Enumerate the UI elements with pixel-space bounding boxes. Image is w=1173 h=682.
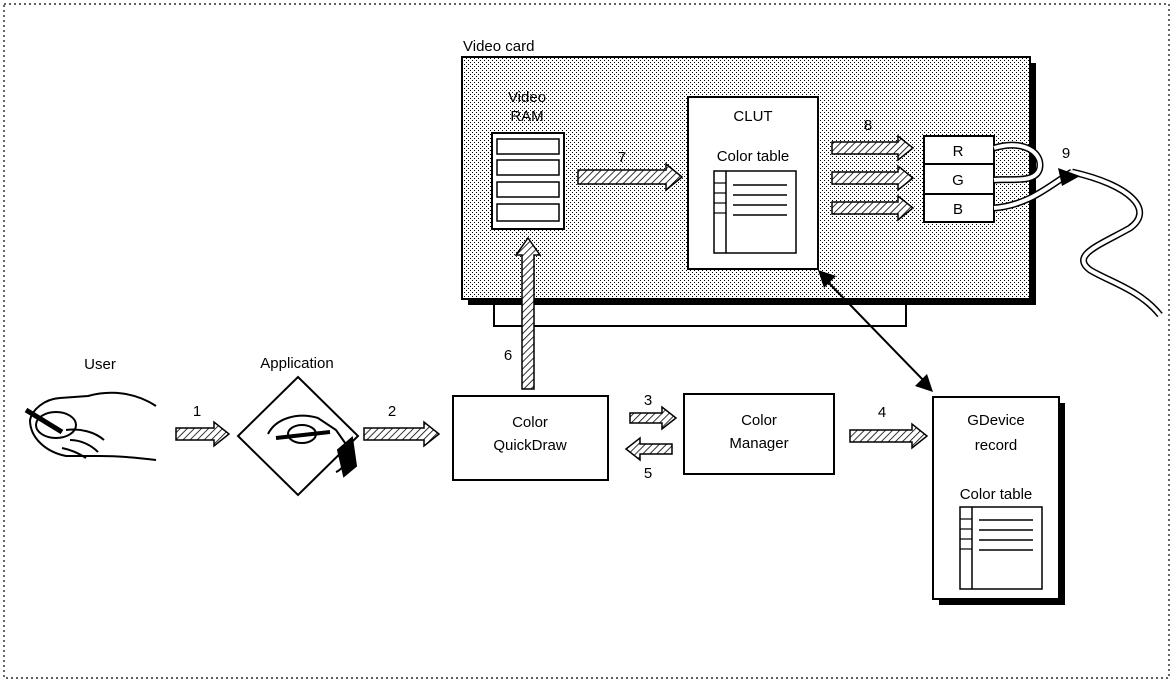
- color-quickdraw-label-line2: QuickDraw: [493, 437, 567, 454]
- clut-label: CLUT: [733, 108, 772, 125]
- arrow-7: [577, 162, 684, 192]
- user-label: User: [84, 356, 116, 373]
- video-ram-label-line1: Video: [508, 89, 546, 106]
- arrow-6: [514, 236, 542, 390]
- arrow-4: [849, 422, 929, 450]
- arrow-3: [629, 405, 678, 431]
- arrow-8-g: [831, 164, 915, 192]
- gdevice-label-line2: record: [975, 437, 1018, 454]
- arrow-5: [624, 436, 673, 462]
- clut-color-table-icon: [713, 170, 797, 254]
- arrow-2: [363, 420, 441, 448]
- video-ram-stack: [491, 132, 565, 230]
- monitor-cable: [992, 141, 1163, 318]
- application-label: Application: [260, 355, 333, 372]
- color-manager-box: [683, 393, 835, 475]
- connector-r-label: R: [953, 143, 964, 160]
- outer-frame: [3, 3, 1170, 679]
- color-manager-label-line2: Manager: [729, 435, 788, 452]
- arrow-1: [175, 420, 231, 448]
- step-3-label: 3: [644, 392, 652, 409]
- video-card-label: Video card: [463, 38, 534, 55]
- step-9-label: 9: [1062, 145, 1070, 162]
- color-quickdraw-box: [452, 395, 609, 481]
- connector-g-label: G: [952, 172, 964, 189]
- rgb-connector: [923, 135, 995, 223]
- step-5-label: 5: [644, 465, 652, 482]
- user-hand-icon: [24, 391, 157, 461]
- clut-color-table-label: Color table: [717, 148, 790, 165]
- video-card-connector: [493, 303, 907, 327]
- step-4-label: 4: [878, 404, 886, 421]
- clut-gdevice-link: [818, 270, 933, 392]
- color-quickdraw-label-line1: Color: [512, 414, 548, 431]
- application-hand-icon: [267, 414, 358, 478]
- video-ram-label-line2: RAM: [510, 108, 543, 125]
- gdevice-color-table-icon: [959, 506, 1043, 590]
- gdevice-color-table-label: Color table: [960, 486, 1033, 503]
- gdevice-label-line1: GDevice: [967, 412, 1025, 429]
- connector-b-label: B: [953, 201, 963, 218]
- arrow-8-r: [831, 134, 915, 162]
- arrow-8-b: [831, 194, 915, 222]
- step-7-label: 7: [618, 149, 626, 166]
- color-manager-label-line1: Color: [741, 412, 777, 429]
- step-1-label: 1: [193, 403, 201, 420]
- step-8-label: 8: [864, 117, 872, 134]
- step-6-label: 6: [504, 347, 512, 364]
- step-2-label: 2: [388, 403, 396, 420]
